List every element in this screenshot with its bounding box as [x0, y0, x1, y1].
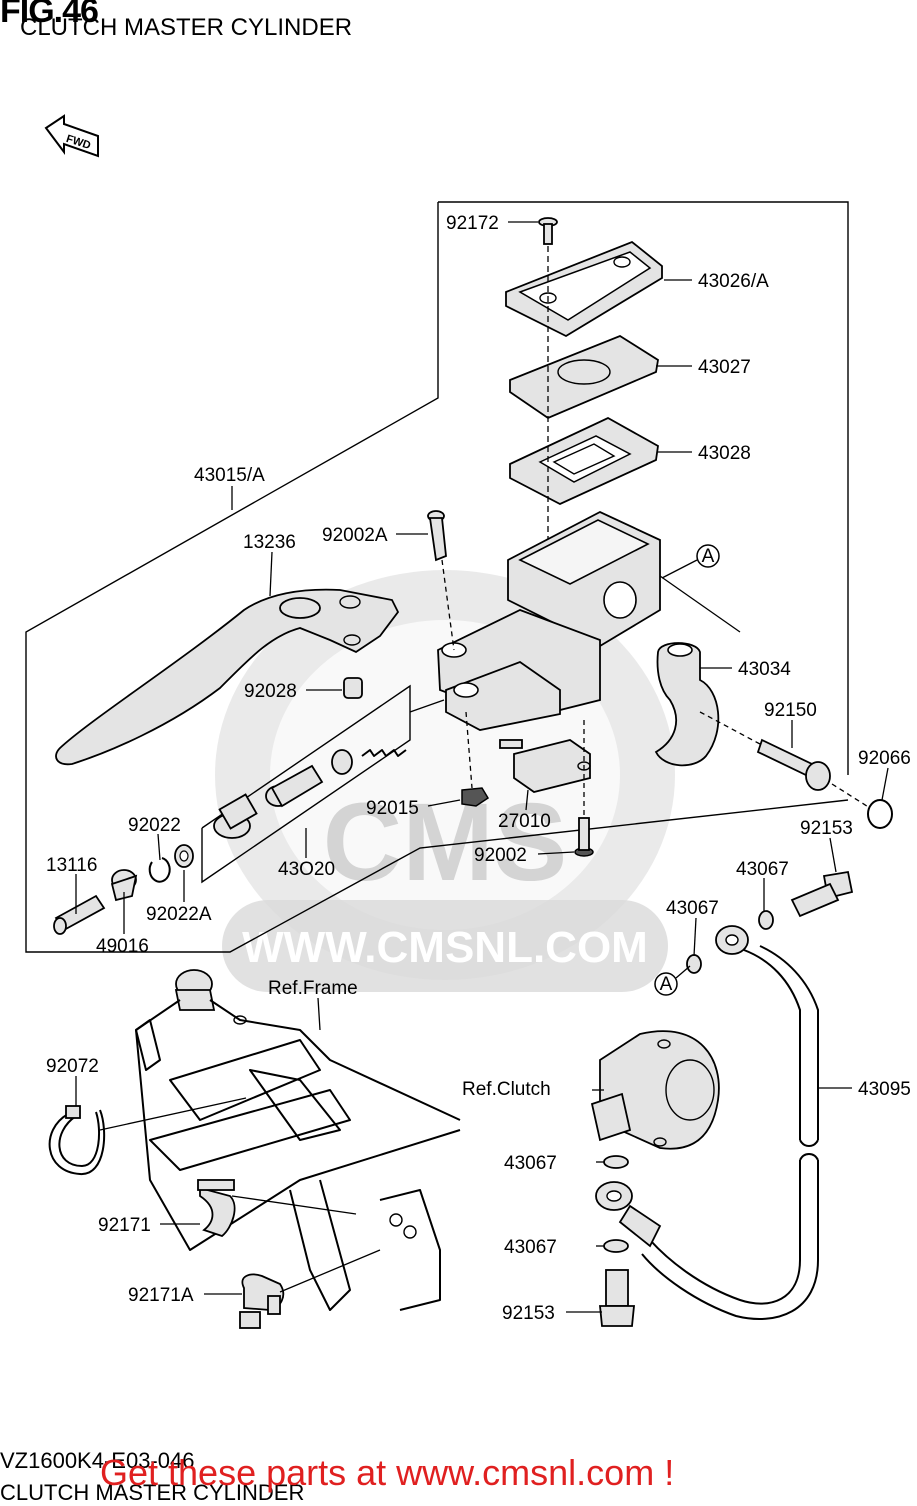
label-92066: 92066 — [858, 748, 911, 769]
cap-92066 — [867, 799, 893, 829]
master-cylinder-body — [437, 510, 661, 731]
bush-49016 — [110, 869, 138, 902]
nut-axis-line — [465, 711, 473, 789]
bolt-axis-line — [699, 711, 761, 745]
banjo-bolt-92153-upper — [790, 870, 854, 918]
callout-a-lower: A — [654, 972, 678, 996]
label-92171a: 92171A — [128, 1285, 194, 1306]
label-43095: 43095 — [858, 1079, 911, 1100]
banjo-bolt-92153-lower — [599, 1269, 635, 1327]
label-92002: 92002 — [474, 845, 527, 866]
band-92072 — [48, 1105, 106, 1176]
part-labels: 92172 43026/A 43027 43028 43015/A 13236 … — [46, 213, 911, 1324]
frame-reference — [135, 969, 461, 1311]
circlip-92022 — [148, 857, 171, 883]
watermark-url: WWW.CMSNL.COM — [242, 923, 648, 972]
clutch-lever-13236 — [55, 588, 400, 766]
hose-banjo-lower — [595, 1181, 662, 1248]
pivot-axis-line — [441, 559, 455, 651]
assembly-frame-right — [438, 201, 849, 775]
screw-92172 — [538, 217, 558, 245]
piston-kit-43020 — [213, 749, 407, 839]
label-92150: 92150 — [764, 700, 817, 721]
holder-43034 — [654, 642, 720, 767]
label-43015a: 43015/A — [194, 465, 265, 486]
assembly-frame-left — [25, 202, 849, 953]
label-ref-frame: Ref.Frame — [268, 978, 358, 999]
callout-a-upper-leader — [661, 559, 698, 579]
label-43067-lower-2: 43067 — [504, 1237, 557, 1258]
clutch-slave-reference — [590, 1030, 720, 1150]
bolt-92150 — [756, 738, 831, 791]
label-92022a: 92022A — [146, 904, 212, 925]
screw-92002 — [574, 817, 594, 857]
label-92072: 92072 — [46, 1056, 99, 1077]
hose-banjo-upper — [715, 925, 749, 955]
washer-43067-lower-2 — [603, 1239, 629, 1253]
label-13236: 13236 — [243, 532, 296, 553]
label-13116: 13116 — [46, 855, 97, 876]
clamp-92171a — [239, 1273, 285, 1329]
fwd-arrow-icon: FWD — [44, 114, 99, 158]
washer-43067-upper-left — [686, 954, 702, 974]
washer-43067-upper-right — [758, 910, 774, 930]
callout-a-upper: A — [696, 544, 720, 568]
clamp-92171 — [197, 1179, 236, 1238]
label-92153-lower: 92153 — [502, 1303, 555, 1324]
label-92022: 92022 — [128, 815, 181, 836]
label-43067-upper-right: 43067 — [736, 859, 789, 880]
label-43020: 43O20 — [278, 859, 335, 880]
label-ref-clutch: Ref.Clutch — [462, 1079, 551, 1100]
label-43034: 43034 — [738, 659, 791, 680]
cap-plate-43027 — [509, 334, 659, 420]
clutch-switch-27010 — [499, 739, 591, 793]
nut-92015 — [461, 787, 490, 807]
pin-13116 — [53, 894, 106, 935]
watermark-brand: CMS — [323, 781, 567, 904]
label-43067-lower-1: 43067 — [504, 1153, 557, 1174]
figure-number: FIG.46 — [0, 0, 99, 30]
svg-text:A: A — [660, 974, 673, 995]
label-92015: 92015 — [366, 798, 419, 819]
label-92171: 92171 — [98, 1215, 151, 1236]
label-27010: 27010 — [498, 811, 551, 832]
promo-link[interactable]: Get these parts at www.cmsnl.com ! — [100, 1452, 675, 1493]
label-43028: 43028 — [698, 443, 751, 464]
piston-kit-box — [201, 684, 411, 884]
label-92172: 92172 — [446, 213, 499, 234]
cap-axis-line — [831, 783, 871, 809]
label-92028: 92028 — [244, 681, 297, 702]
label-43067-upper-left: 43067 — [666, 898, 719, 919]
reservoir-cap-43026a — [505, 240, 663, 338]
collar-92028 — [343, 677, 363, 699]
figure-title: CLUTCH MASTER CYLINDER — [20, 14, 353, 41]
label-leader-lines — [75, 221, 889, 1313]
label-92153-upper: 92153 — [800, 818, 853, 839]
svg-text:A: A — [702, 546, 715, 567]
label-92002a: 92002A — [322, 525, 388, 546]
footer-diagram-code: VZ1600K4-E03-046 — [0, 1448, 195, 1473]
label-49016: 49016 — [96, 936, 149, 957]
label-43026a: 43026/A — [698, 271, 769, 292]
washer-92022a — [174, 844, 194, 868]
label-43027: 43027 — [698, 357, 751, 378]
callout-a-lower-leader — [675, 965, 691, 979]
pivot-bolt-92002a — [427, 510, 447, 562]
clutch-hose-43095 — [641, 945, 819, 1320]
diaphragm-43028 — [509, 416, 659, 506]
washer-43067-lower-1 — [603, 1155, 629, 1169]
piston-axis-line — [409, 699, 445, 713]
